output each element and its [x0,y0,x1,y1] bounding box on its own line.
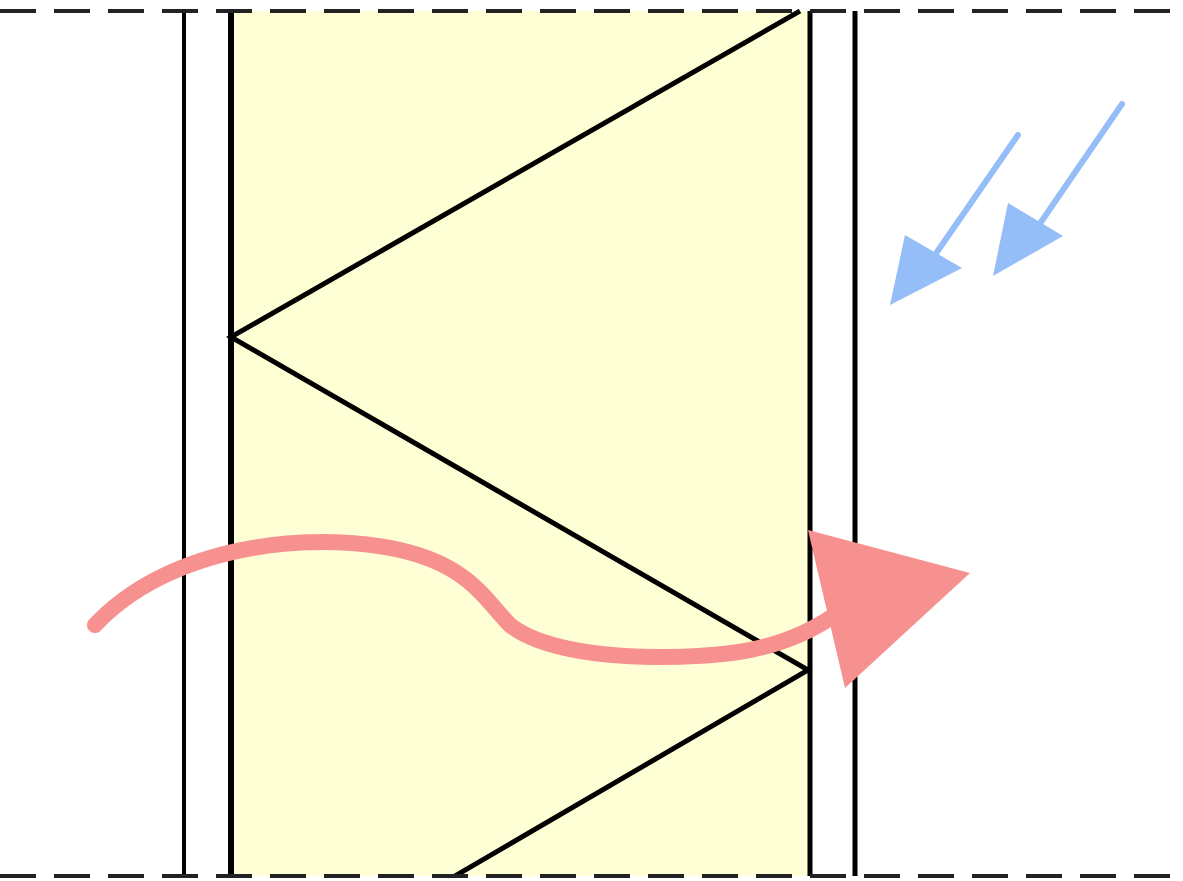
incoming-arrow-1 [890,132,1021,305]
incoming-arrow-2 [993,101,1125,276]
core-layer [231,11,810,876]
outgoing-curved-arrow [87,530,970,688]
zigzag-bracing [225,8,813,879]
